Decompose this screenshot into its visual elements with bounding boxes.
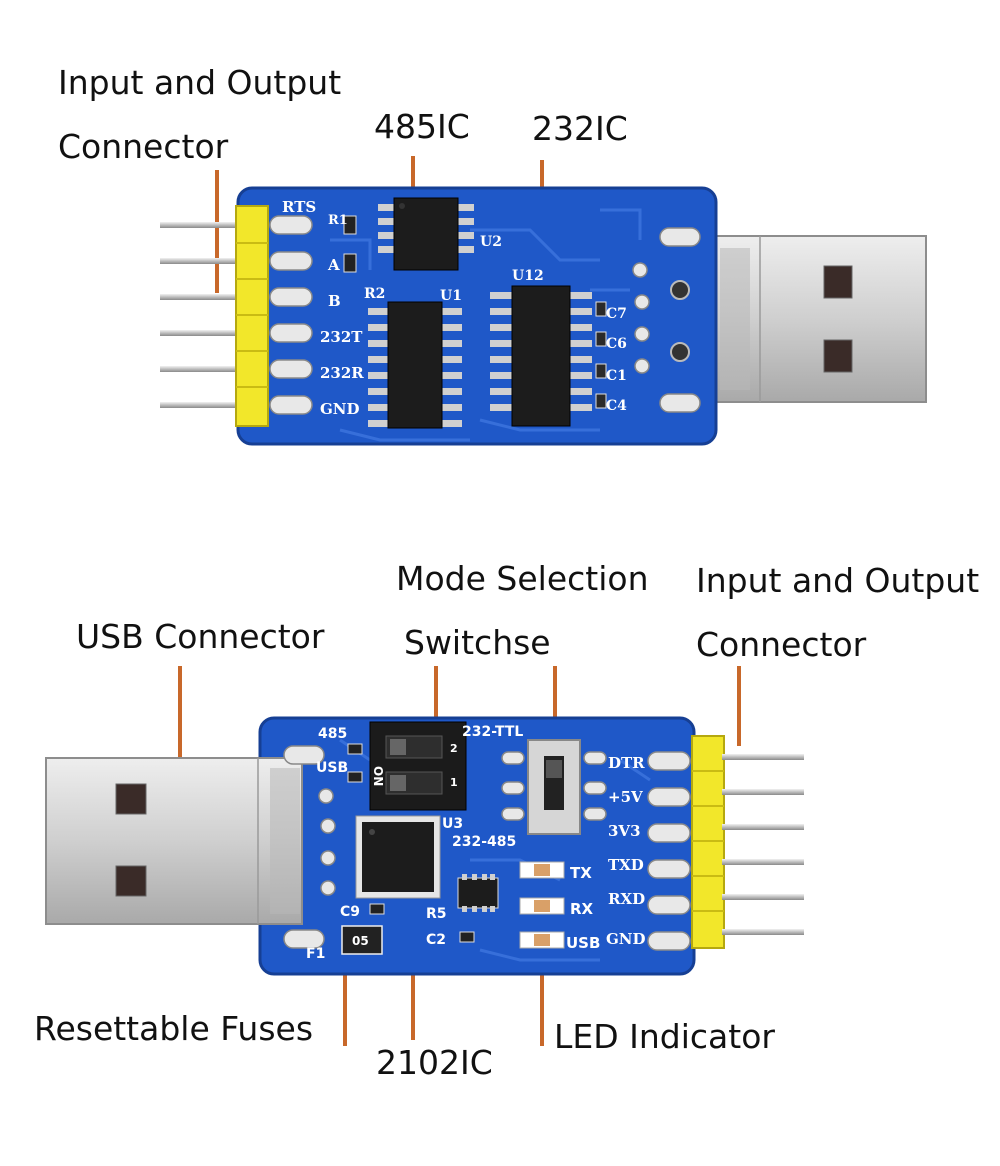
bottom-pin-label-gnd: GND — [606, 930, 646, 948]
top-ref-u12: U12 — [512, 268, 544, 284]
top-ref-c6: C6 — [606, 336, 627, 352]
top-485-chip — [378, 197, 474, 271]
top-yellow-header — [235, 205, 269, 427]
bottom-pin-label-rxd: RXD — [608, 890, 645, 908]
dip-num-1: 1 — [450, 776, 458, 789]
bottom-silk-232-ttl: 232-TTL — [462, 724, 523, 740]
led-label-usb: USB — [566, 934, 600, 952]
callout-resettable-fuses: Resettable Fuses — [34, 1009, 314, 1048]
top-ref-u1: U1 — [440, 288, 462, 304]
bottom-header-pins — [722, 754, 804, 935]
top-ref-r1: R1 — [328, 213, 348, 228]
callout-2102ic: 2102IC — [376, 1043, 493, 1082]
bottom-ref-c2: C2 — [426, 932, 446, 948]
callout-led-indicator: LED Indicator — [554, 1017, 775, 1056]
bottom-2102-chip — [355, 815, 441, 899]
bottom-ref-r5: R5 — [426, 906, 447, 922]
bottom-usb-plug — [45, 757, 303, 925]
top-pin-label-gnd: GND — [320, 400, 360, 418]
bottom-pin-label-dtr: DTR — [608, 754, 645, 772]
top-board: RTS A B 232T 232R GND R1 R2 U2 U1 — [160, 186, 927, 446]
top-pin-label-b: B — [328, 292, 341, 310]
top-u1-chip — [368, 301, 462, 429]
top-pin-label-232r: 232R — [320, 364, 364, 382]
callout-232ic: 232IC — [532, 109, 628, 148]
bottom-silk-232-485: 232-485 — [452, 834, 516, 850]
bottom-ref-f1: F1 — [306, 946, 325, 962]
top-header-pins — [160, 222, 244, 408]
callout-mode-line2: Switchse — [404, 623, 551, 662]
fuse-code-label: 05 — [352, 934, 369, 948]
callout-top-io-line1: Input and Output — [58, 63, 342, 102]
led-label-tx: TX — [570, 864, 592, 882]
callout-mode-line1: Mode Selection — [396, 559, 649, 598]
top-ref-u2: U2 — [480, 234, 502, 250]
top-ref-c7: C7 — [606, 306, 627, 322]
mode-dip-switch[interactable]: ON 2 1 — [369, 721, 467, 811]
callout-bottom-io-line1: Input and Output — [696, 561, 980, 600]
bottom-pin-label-5v: +5V — [608, 788, 643, 806]
led-indicators — [519, 861, 565, 949]
dip-num-2: 2 — [450, 742, 458, 755]
top-ref-c4: C4 — [606, 398, 627, 414]
bottom-silk-485: 485 — [318, 726, 347, 742]
top-usb-plug — [705, 235, 927, 403]
bottom-yellow-header — [691, 735, 725, 949]
bottom-pin-label-3v3: 3V3 — [608, 822, 641, 840]
bottom-ref-u3: U3 — [442, 816, 463, 832]
callout-top-io-line2: Connector — [58, 127, 229, 166]
top-ref-c1: C1 — [606, 368, 627, 384]
bottom-board: 485 USB ON 2 1 232-TTL — [45, 716, 804, 976]
callout-485ic: 485IC — [374, 107, 470, 146]
bottom-ref-c9: C9 — [340, 904, 360, 920]
top-ref-r2: R2 — [364, 286, 385, 302]
top-pin-label-232t: 232T — [320, 328, 363, 346]
callout-usb-connector: USB Connector — [76, 617, 325, 656]
dip-on-label: ON — [371, 766, 385, 786]
led-label-rx: RX — [570, 900, 594, 918]
top-232-chip — [490, 285, 592, 427]
bottom-silk-usb: USB — [316, 760, 348, 776]
top-pin-label-a: A — [327, 256, 340, 274]
bottom-pin-label-txd: TXD — [608, 856, 644, 874]
resettable-fuse: 05 — [341, 925, 383, 955]
top-pin-label-rts: RTS — [282, 198, 316, 216]
callout-bottom-io-line2: Connector — [696, 625, 867, 664]
mode-slide-switch[interactable] — [527, 739, 581, 835]
